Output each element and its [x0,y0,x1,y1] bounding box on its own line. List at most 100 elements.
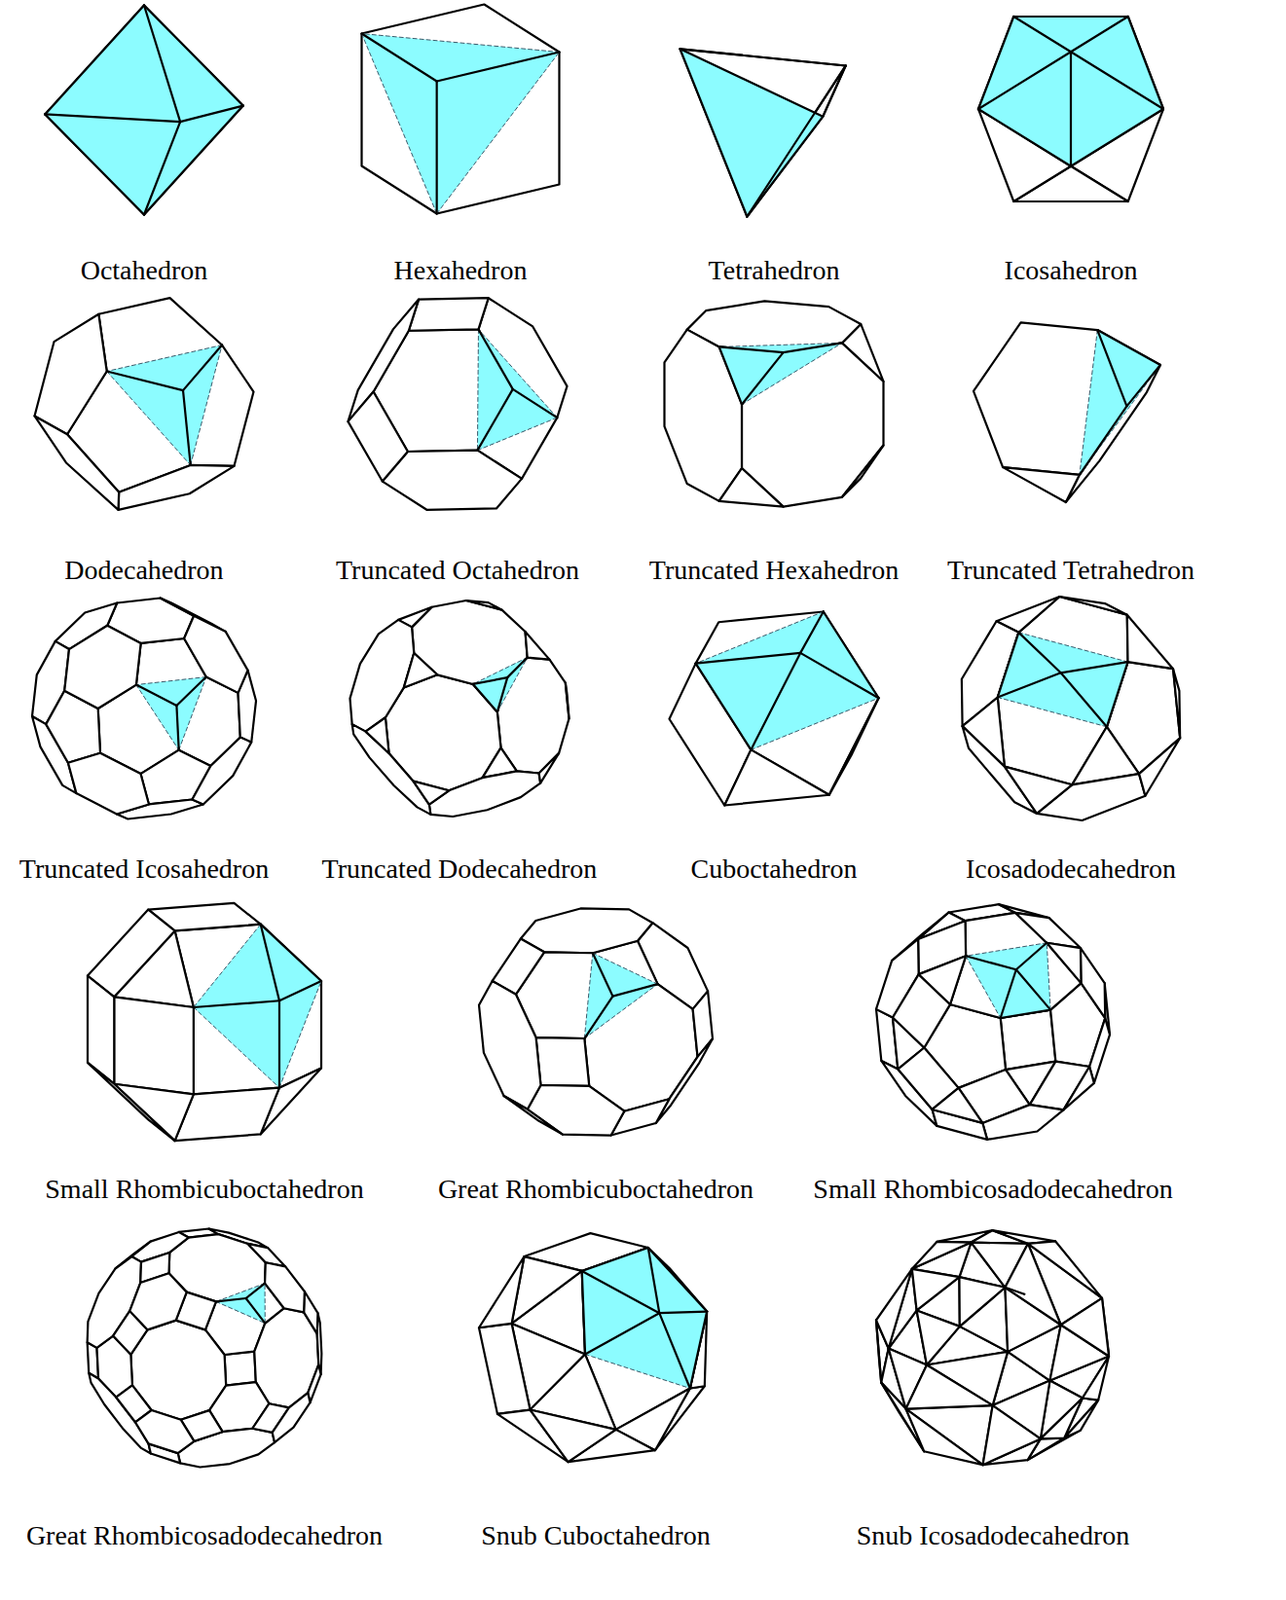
polyhedron-figure [478,908,713,1136]
polyhedron-edge [246,1284,265,1299]
polyhedron-edge [978,51,1071,110]
polyhedron-face [876,1269,913,1350]
polyhedron-edge [582,1248,649,1272]
polyhedron-face [912,1242,972,1270]
polyhedron-edge [1013,15,1128,18]
section-cut [978,16,1164,167]
polyhedron-figure [876,904,1110,1140]
polyhedron-face [680,48,846,217]
polyhedron-face [1046,943,1081,984]
section-edge [362,34,438,215]
section-edge [107,345,222,372]
polyhedron-figure [32,598,257,820]
polyhedron-face [918,955,966,1005]
polyhedron-edge [260,924,280,1002]
polyhedron-face [1002,467,1080,503]
section-edge [585,1355,691,1390]
polyhedron-face [35,415,120,510]
polyhedron-face [530,1410,617,1464]
section-edge [1079,365,1161,476]
section-edge [477,417,557,451]
polyhedron-face [1059,596,1127,616]
polyhedron-face [1173,668,1180,738]
polyhedron-name: Hexahedron [394,255,528,287]
polyhedron-face [565,683,570,720]
polyhedron-face [1080,948,1105,1019]
polyhedron-face [191,737,252,806]
polyhedron-name: Small Rhombicuboctahedron [44,1174,364,1206]
polyhedron-face [1004,1244,1061,1325]
section-edge [107,371,191,466]
polyhedron-figure [87,1229,323,1469]
polyhedron-edge [1070,16,1129,52]
section-cut [719,342,843,405]
section-cut [965,943,1051,1019]
section-edge [1046,943,1051,1011]
polyhedron-face [958,1277,1005,1327]
polyhedron-edge [592,953,614,996]
polyhedron-edge [822,66,846,117]
polyhedron-edge [1126,365,1161,406]
section-cut [216,1284,265,1324]
polyhedron-edge [507,658,527,679]
polyhedron-figure [978,16,1164,202]
polyhedron-edge [783,342,843,353]
polyhedron-edge [648,1248,661,1314]
polyhedron-name: Truncated Hexahedron [649,554,899,587]
polyhedron-figure [961,596,1180,821]
polyhedron-edge [612,984,658,996]
polyhedron-face [962,726,1037,814]
polyhedron-edge [183,390,191,466]
polyhedron-face [917,1310,960,1365]
polyhedron-edge [997,672,1062,698]
polyhedron-face [525,631,551,661]
polyhedron-face [68,753,149,815]
polyhedron-face [932,1088,984,1124]
section-edge [750,698,879,750]
polyhedron-edge [1070,109,1164,167]
polyhedron-face [404,653,438,688]
polyhedron-figure [44,5,243,216]
polyhedron-edge [965,955,1017,970]
polyhedron-edge [741,352,784,405]
polyhedron-face [113,1084,194,1141]
polyhedron-face [478,1256,524,1328]
polyhedron-figure [478,1233,707,1463]
polyhedron-face [348,299,420,423]
polyhedron-edge [1079,405,1128,476]
section-edge [592,953,659,985]
polyhedron-face [272,1393,311,1443]
polyhedron-edge [246,1298,266,1324]
polyhedron-edge [1000,1010,1051,1019]
polyhedron-edge [44,113,181,122]
section-edge [216,1284,265,1303]
polyhedron-edge [1061,672,1107,727]
polyhedron-edge [260,924,322,982]
polyhedron-face [224,1352,257,1387]
polyhedron-edge [180,106,244,123]
section-edge [497,658,528,713]
section-edge [477,329,557,418]
polyhedron-edge [978,109,1071,167]
polyhedron-face [303,1291,318,1334]
polyhedron-edge [997,632,1020,699]
polyhedron-figure [362,4,560,215]
polyhedron-edge [800,653,879,699]
polyhedron-edge [1018,632,1061,673]
polyhedron-face [35,314,108,435]
polyhedron-face [527,1085,625,1137]
polyhedron-name: Icosadodecahedron [965,853,1176,885]
polyhedron-face [350,620,415,733]
polyhedron-figure [669,612,880,807]
polyhedron-face [906,1405,993,1466]
section-edge [477,329,479,450]
polyhedron-name: Snub Cuboctahedron [480,1520,711,1552]
polyhedron-face [478,981,541,1110]
polyhedron-name: Tetrahedron [708,255,841,287]
polyhedron-figure [876,1230,1109,1466]
section-edge [584,984,658,1039]
polyhedron-face [719,468,784,508]
section-cut [696,612,880,751]
polyhedron-edge [1070,51,1164,110]
